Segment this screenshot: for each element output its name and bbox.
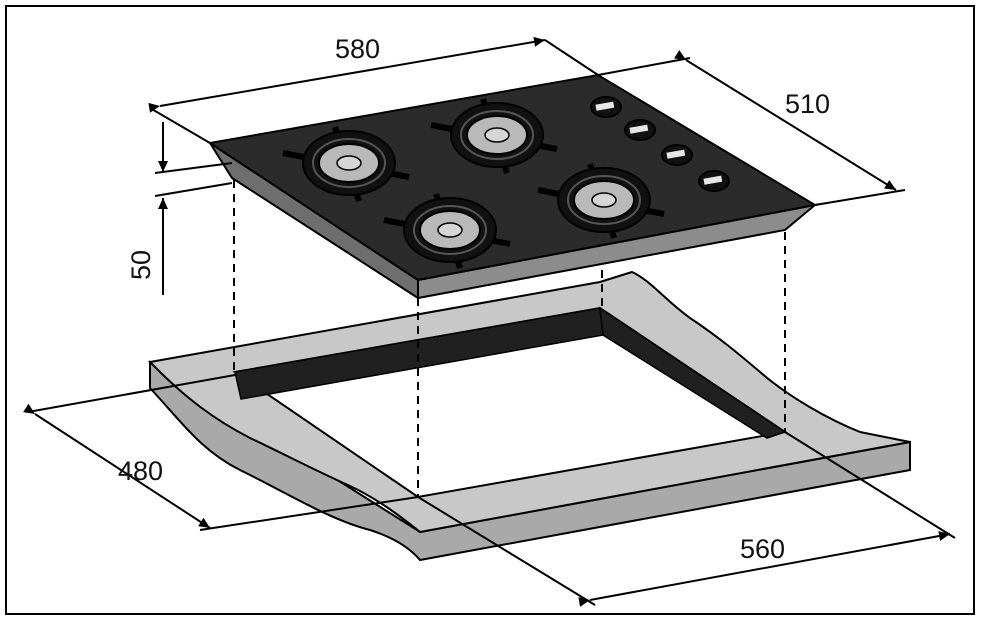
- dimension-line-580: [148, 36, 546, 113]
- dimension-label-480: 480: [118, 456, 163, 486]
- dimension-line-510: [674, 49, 897, 191]
- projection-lines: [233, 180, 786, 497]
- extension-line: [149, 107, 211, 144]
- extension-line: [417, 496, 596, 606]
- knob: [661, 144, 693, 166]
- cutout-inner-right-wall: [599, 306, 787, 439]
- dimension-label-510: 510: [785, 89, 830, 119]
- burner: [282, 126, 410, 202]
- dimension-label-560: 560: [740, 534, 785, 564]
- extension-line: [199, 496, 419, 531]
- burner: [383, 193, 511, 269]
- dimension-label-580: 580: [335, 34, 380, 64]
- dimension-line-480: [23, 403, 211, 529]
- knob: [590, 96, 622, 118]
- burner: [430, 98, 558, 174]
- knob: [624, 119, 656, 141]
- dimension-lines: [23, 36, 956, 607]
- dimension-label-50: 50: [126, 250, 156, 280]
- hob: [207, 73, 819, 300]
- knob: [698, 170, 730, 192]
- extension-line: [154, 182, 233, 197]
- dimension-line-560: [578, 531, 951, 607]
- countertop: [147, 270, 911, 562]
- extension-line: [784, 431, 956, 539]
- extension-line: [544, 39, 599, 76]
- extension-line: [814, 189, 906, 206]
- burner: [537, 163, 665, 239]
